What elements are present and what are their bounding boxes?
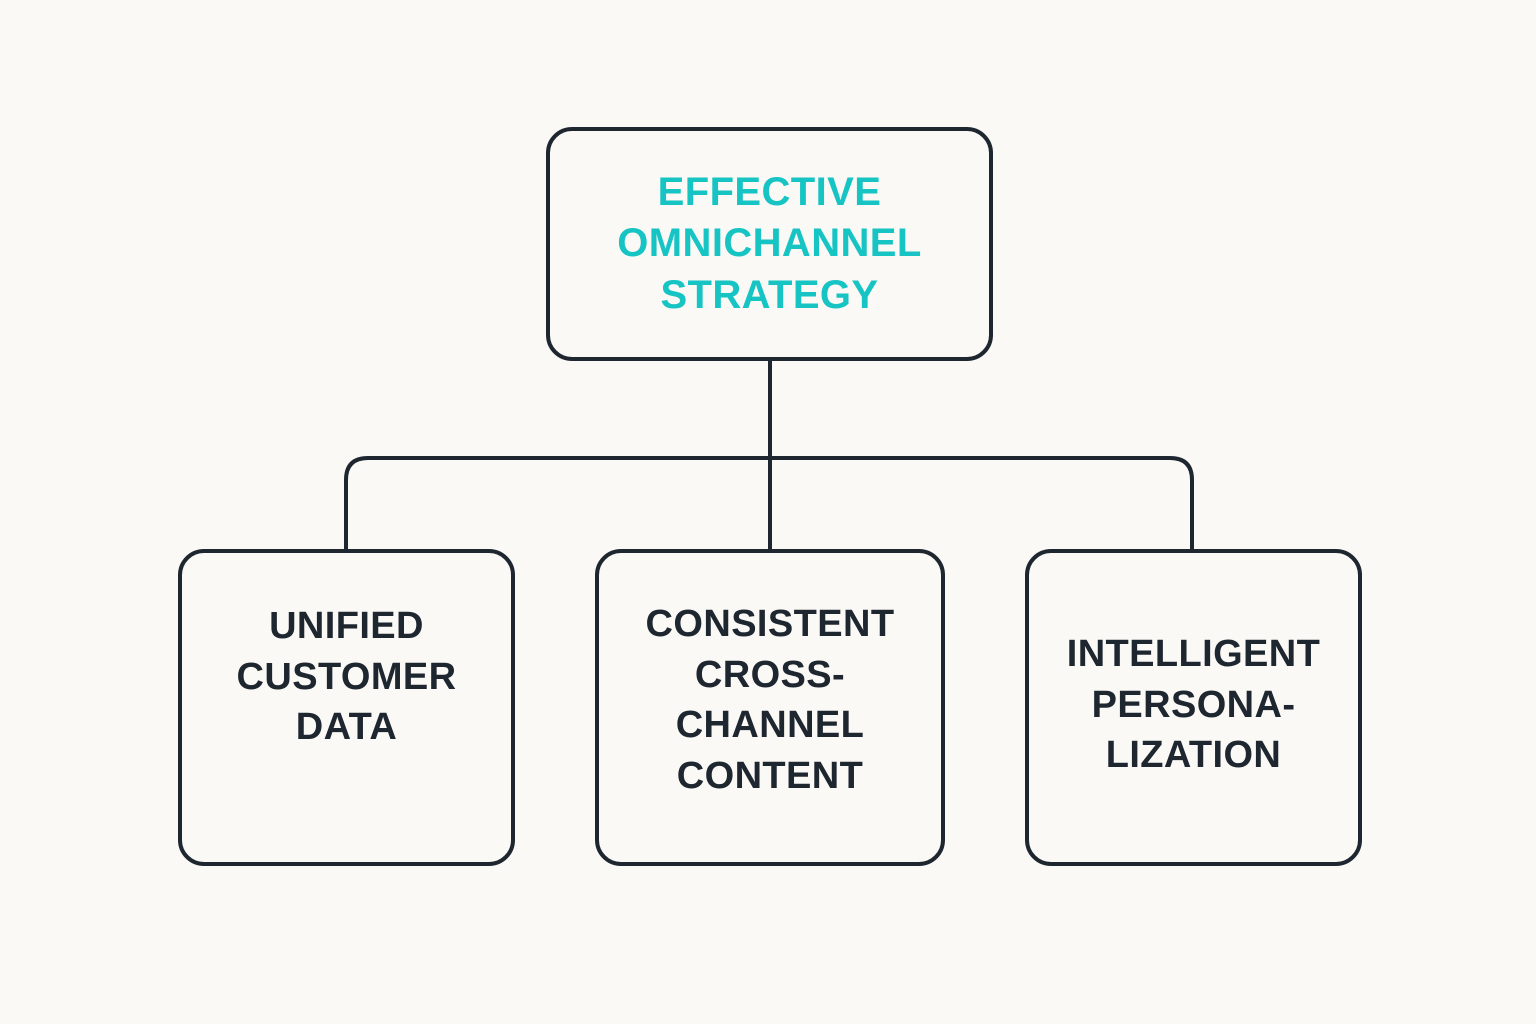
node-unified-customer-data-label: UNIFIED CUSTOMER DATA (236, 605, 457, 749)
node-consistent-cross-channel-content-label: CONSISTENT CROSS- CHANNEL CONTENT (645, 603, 895, 797)
node-root[interactable]: EFFECTIVE OMNICHANNEL STRATEGY (546, 127, 993, 361)
node-intelligent-personalization[interactable]: INTELLIGENT PERSONA- LIZATION (1025, 549, 1362, 866)
node-root-label: EFFECTIVE OMNICHANNEL STRATEGY (617, 170, 922, 317)
node-consistent-cross-channel-content[interactable]: CONSISTENT CROSS- CHANNEL CONTENT (595, 549, 945, 866)
node-unified-customer-data[interactable]: UNIFIED CUSTOMER DATA (178, 549, 515, 866)
connector-bus (344, 456, 1194, 549)
node-intelligent-personalization-label: INTELLIGENT PERSONA- LIZATION (1066, 633, 1321, 777)
